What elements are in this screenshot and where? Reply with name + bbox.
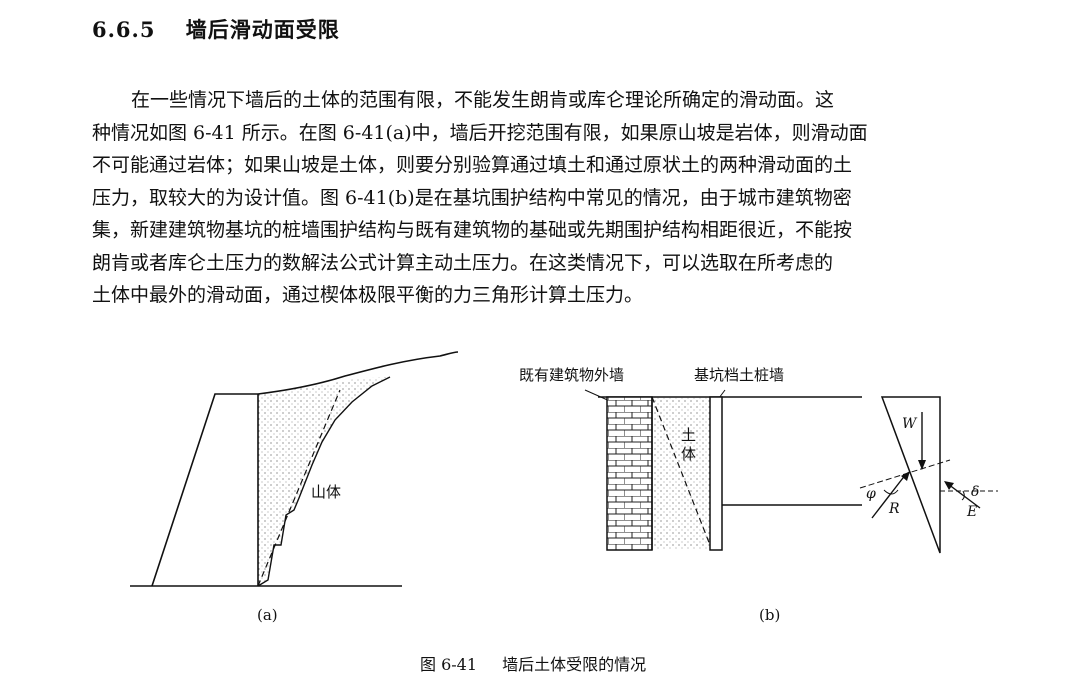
paragraph-line: 种情况如图 6-41 所示。在图 6-41(a)中，墙后开挖范围有限，如果原山坡… bbox=[92, 121, 868, 144]
reaction-vector bbox=[871, 473, 907, 519]
delta-arc bbox=[961, 490, 965, 501]
figure-6-41: 山体 (a) 既有建筑物外墙 基坑档土桩墙 土 体 W R bbox=[130, 351, 998, 624]
label-soil-2: 体 bbox=[681, 445, 696, 463]
pile-wall bbox=[709, 396, 723, 551]
sub-label-a: (a) bbox=[257, 606, 278, 624]
paragraph-line: 朗肯或者库仑土压力的数解法公式计算主动土压力。在这类情况下，可以选取在所考虑的 bbox=[92, 251, 834, 274]
existing-building-wall bbox=[606, 396, 653, 551]
confined-soil bbox=[652, 397, 710, 550]
caption-title: 墙后土体受限的情况 bbox=[502, 655, 647, 674]
section-title: 墙后滑动面受限 bbox=[185, 17, 340, 42]
label-pile-wall: 基坑档土桩墙 bbox=[694, 366, 784, 384]
sub-label-b: (b) bbox=[759, 606, 780, 624]
figure-b-diagram: 既有建筑物外墙 基坑档土桩墙 土 体 W R φ bbox=[519, 366, 998, 624]
sliding-surface bbox=[257, 389, 341, 587]
sliding-surface-b bbox=[651, 396, 711, 546]
label-soil-1: 土 bbox=[681, 426, 696, 444]
phi-arc bbox=[883, 489, 899, 495]
backfill-soil bbox=[258, 377, 390, 586]
label-delta: δ bbox=[971, 484, 979, 500]
reaction-arrow-head bbox=[901, 471, 910, 481]
label-E: E bbox=[966, 504, 977, 520]
slope-surface bbox=[257, 351, 459, 395]
earth-pressure-arrow-head bbox=[944, 481, 954, 490]
label-existing-wall: 既有建筑物外墙 bbox=[519, 366, 624, 384]
paragraph-line: 集，新建建筑物基坑的桩墙围护结构与既有建筑物的基础或先期围护结构相距很近，不能按 bbox=[92, 219, 853, 241]
figure-a-diagram: 山体 (a) bbox=[130, 351, 459, 624]
label-mountain: 山体 bbox=[311, 483, 341, 501]
excavation-boundary bbox=[257, 376, 391, 587]
paragraph-line: 在一些情况下墙后的土体的范围有限，不能发生朗肯或库仑理论所确定的滑动面。这 bbox=[131, 89, 835, 111]
label-W: W bbox=[902, 416, 918, 432]
paragraph-line: 不可能通过岩体；如果山坡是土体，则要分别验算通过填土和通过原状土的两种滑动面的土 bbox=[92, 154, 853, 176]
figure-caption: 图 6-41 墙后土体受限的情况 bbox=[420, 651, 646, 675]
retaining-wall-outline bbox=[151, 393, 258, 587]
label-phi: φ bbox=[866, 486, 876, 502]
weight-arrow-head bbox=[918, 460, 926, 470]
paragraph-line: 土体中最外的滑动面，通过楔体极限平衡的力三角形计算土压力。 bbox=[92, 284, 644, 306]
paragraph-line: 压力，取较大的为设计值。图 6-41(b)是在基坑围护结构中常见的情况，由于城市… bbox=[92, 186, 852, 209]
label-R: R bbox=[888, 501, 900, 517]
caption-number: 图 6-41 bbox=[420, 655, 478, 674]
section-number: 6.6.5 bbox=[92, 17, 156, 42]
force-triangle bbox=[880, 396, 941, 554]
body-paragraph: 在一些情况下墙后的土体的范围有限，不能发生朗肯或库仑理论所确定的滑动面。这 种情… bbox=[92, 84, 1032, 312]
section-heading: 6.6.5 墙后滑动面受限 bbox=[92, 14, 340, 44]
